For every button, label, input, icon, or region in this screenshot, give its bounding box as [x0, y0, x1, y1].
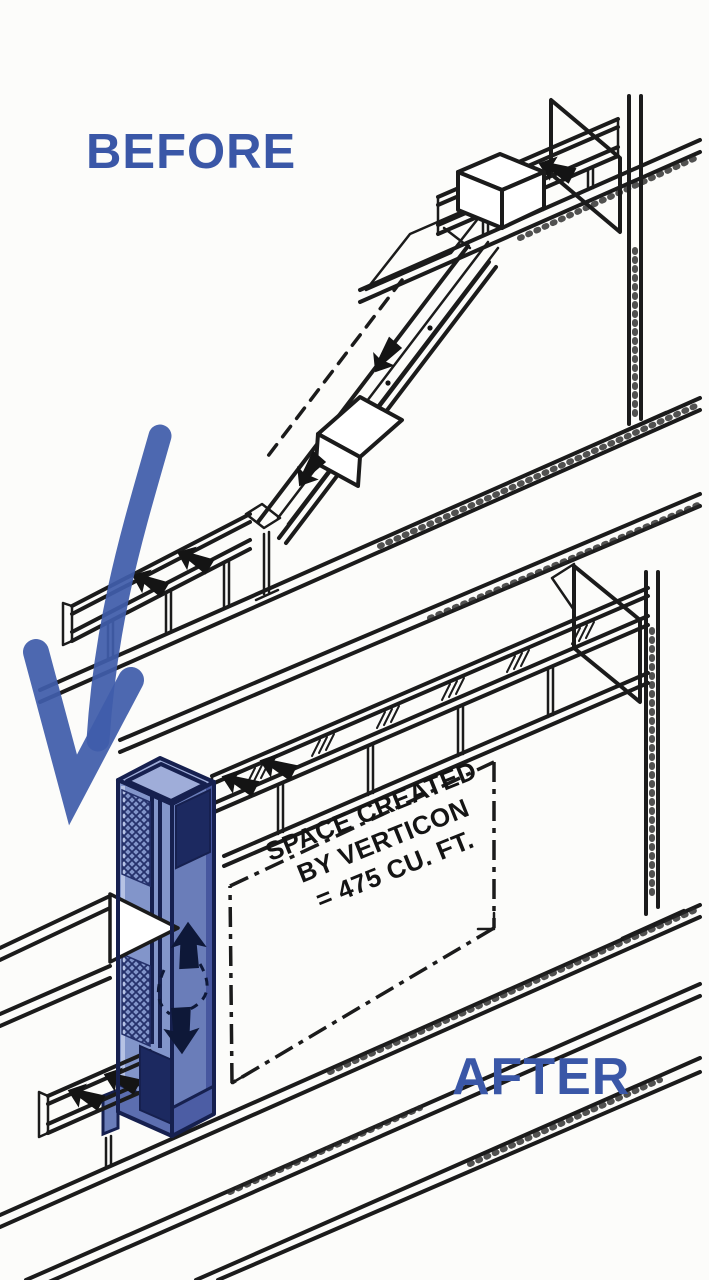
- after-bottom-conveyor: [37, 1049, 152, 1174]
- after-floor-edges: [0, 903, 703, 1280]
- unit-entry-opening: [139, 1044, 173, 1126]
- carton-box-top: [456, 152, 546, 230]
- transition-arrow-icon: [23, 424, 172, 826]
- support-column: [608, 94, 668, 439]
- hidden-edge-dashed: [266, 278, 404, 458]
- after-label: AFTER: [452, 1048, 631, 1106]
- before-floor-edges: [38, 396, 703, 754]
- verticon-unit-detail: [116, 756, 216, 1138]
- incline-conveyor: [244, 226, 500, 602]
- after-upper-conveyor: [210, 586, 650, 868]
- conveyor-legs: [276, 665, 555, 836]
- mesh-panel-upper: [121, 788, 151, 888]
- before-scene: [38, 94, 703, 754]
- roller-ticks: [246, 621, 595, 785]
- upper-conveyor: [436, 117, 620, 238]
- before-label: BEFORE: [86, 125, 297, 179]
- annotation-box: [228, 760, 496, 1085]
- mesh-panel-lower: [121, 952, 151, 1048]
- mid-floor-edge: [0, 894, 112, 1028]
- unit-foot: [101, 1087, 120, 1137]
- support-column: [620, 570, 686, 940]
- unit-exit-opening: [175, 788, 211, 870]
- carton-box-incline: [314, 395, 404, 488]
- floor-wedge: [108, 892, 180, 964]
- after-scene: [0, 562, 703, 1280]
